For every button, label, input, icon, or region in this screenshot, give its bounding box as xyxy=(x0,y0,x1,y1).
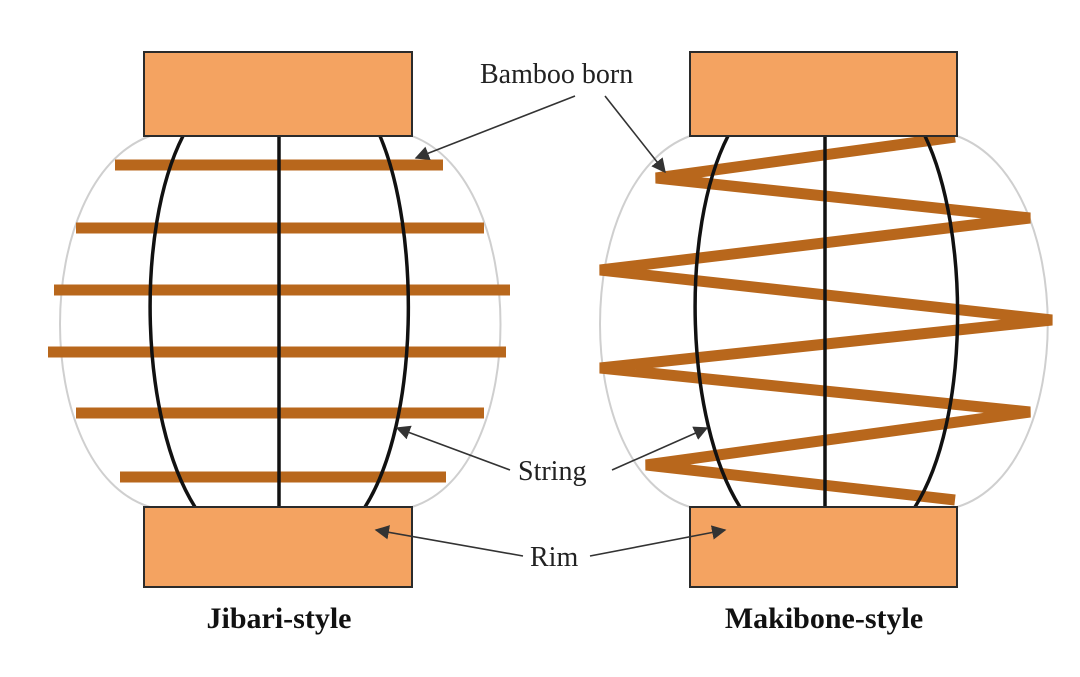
jibari-body-outline xyxy=(59,135,502,508)
rim-arrow-left xyxy=(374,525,524,557)
makibone-strings xyxy=(693,135,960,508)
jibari-string-left xyxy=(148,135,197,508)
makibone-bottom-rim xyxy=(689,506,958,588)
makibone-title: Makibone-style xyxy=(725,602,923,635)
makibone-spiral-rib xyxy=(599,131,1053,506)
bamboo-arrow-right xyxy=(604,95,666,174)
rim-label: Rim xyxy=(530,542,578,573)
makibone-string-left xyxy=(693,135,742,508)
rim-arrow-right xyxy=(589,525,727,557)
jibari-strings xyxy=(148,135,411,508)
callouts: Bamboo born String Rim xyxy=(374,59,727,573)
string-arrow-right xyxy=(611,426,709,471)
bamboo-label: Bamboo born xyxy=(480,59,633,90)
jibari-string-right xyxy=(363,135,411,508)
makibone-lantern xyxy=(599,51,1053,588)
string-arrow-left xyxy=(395,425,511,471)
string-label: String xyxy=(518,456,586,487)
makibone-string-right xyxy=(913,135,960,508)
makibone-top-rim xyxy=(689,51,958,137)
bamboo-arrow-left xyxy=(414,95,576,160)
jibari-title: Jibari-style xyxy=(207,602,352,635)
jibari-bottom-rim xyxy=(143,506,413,588)
jibari-lantern xyxy=(48,51,510,588)
jibari-top-rim xyxy=(143,51,413,137)
